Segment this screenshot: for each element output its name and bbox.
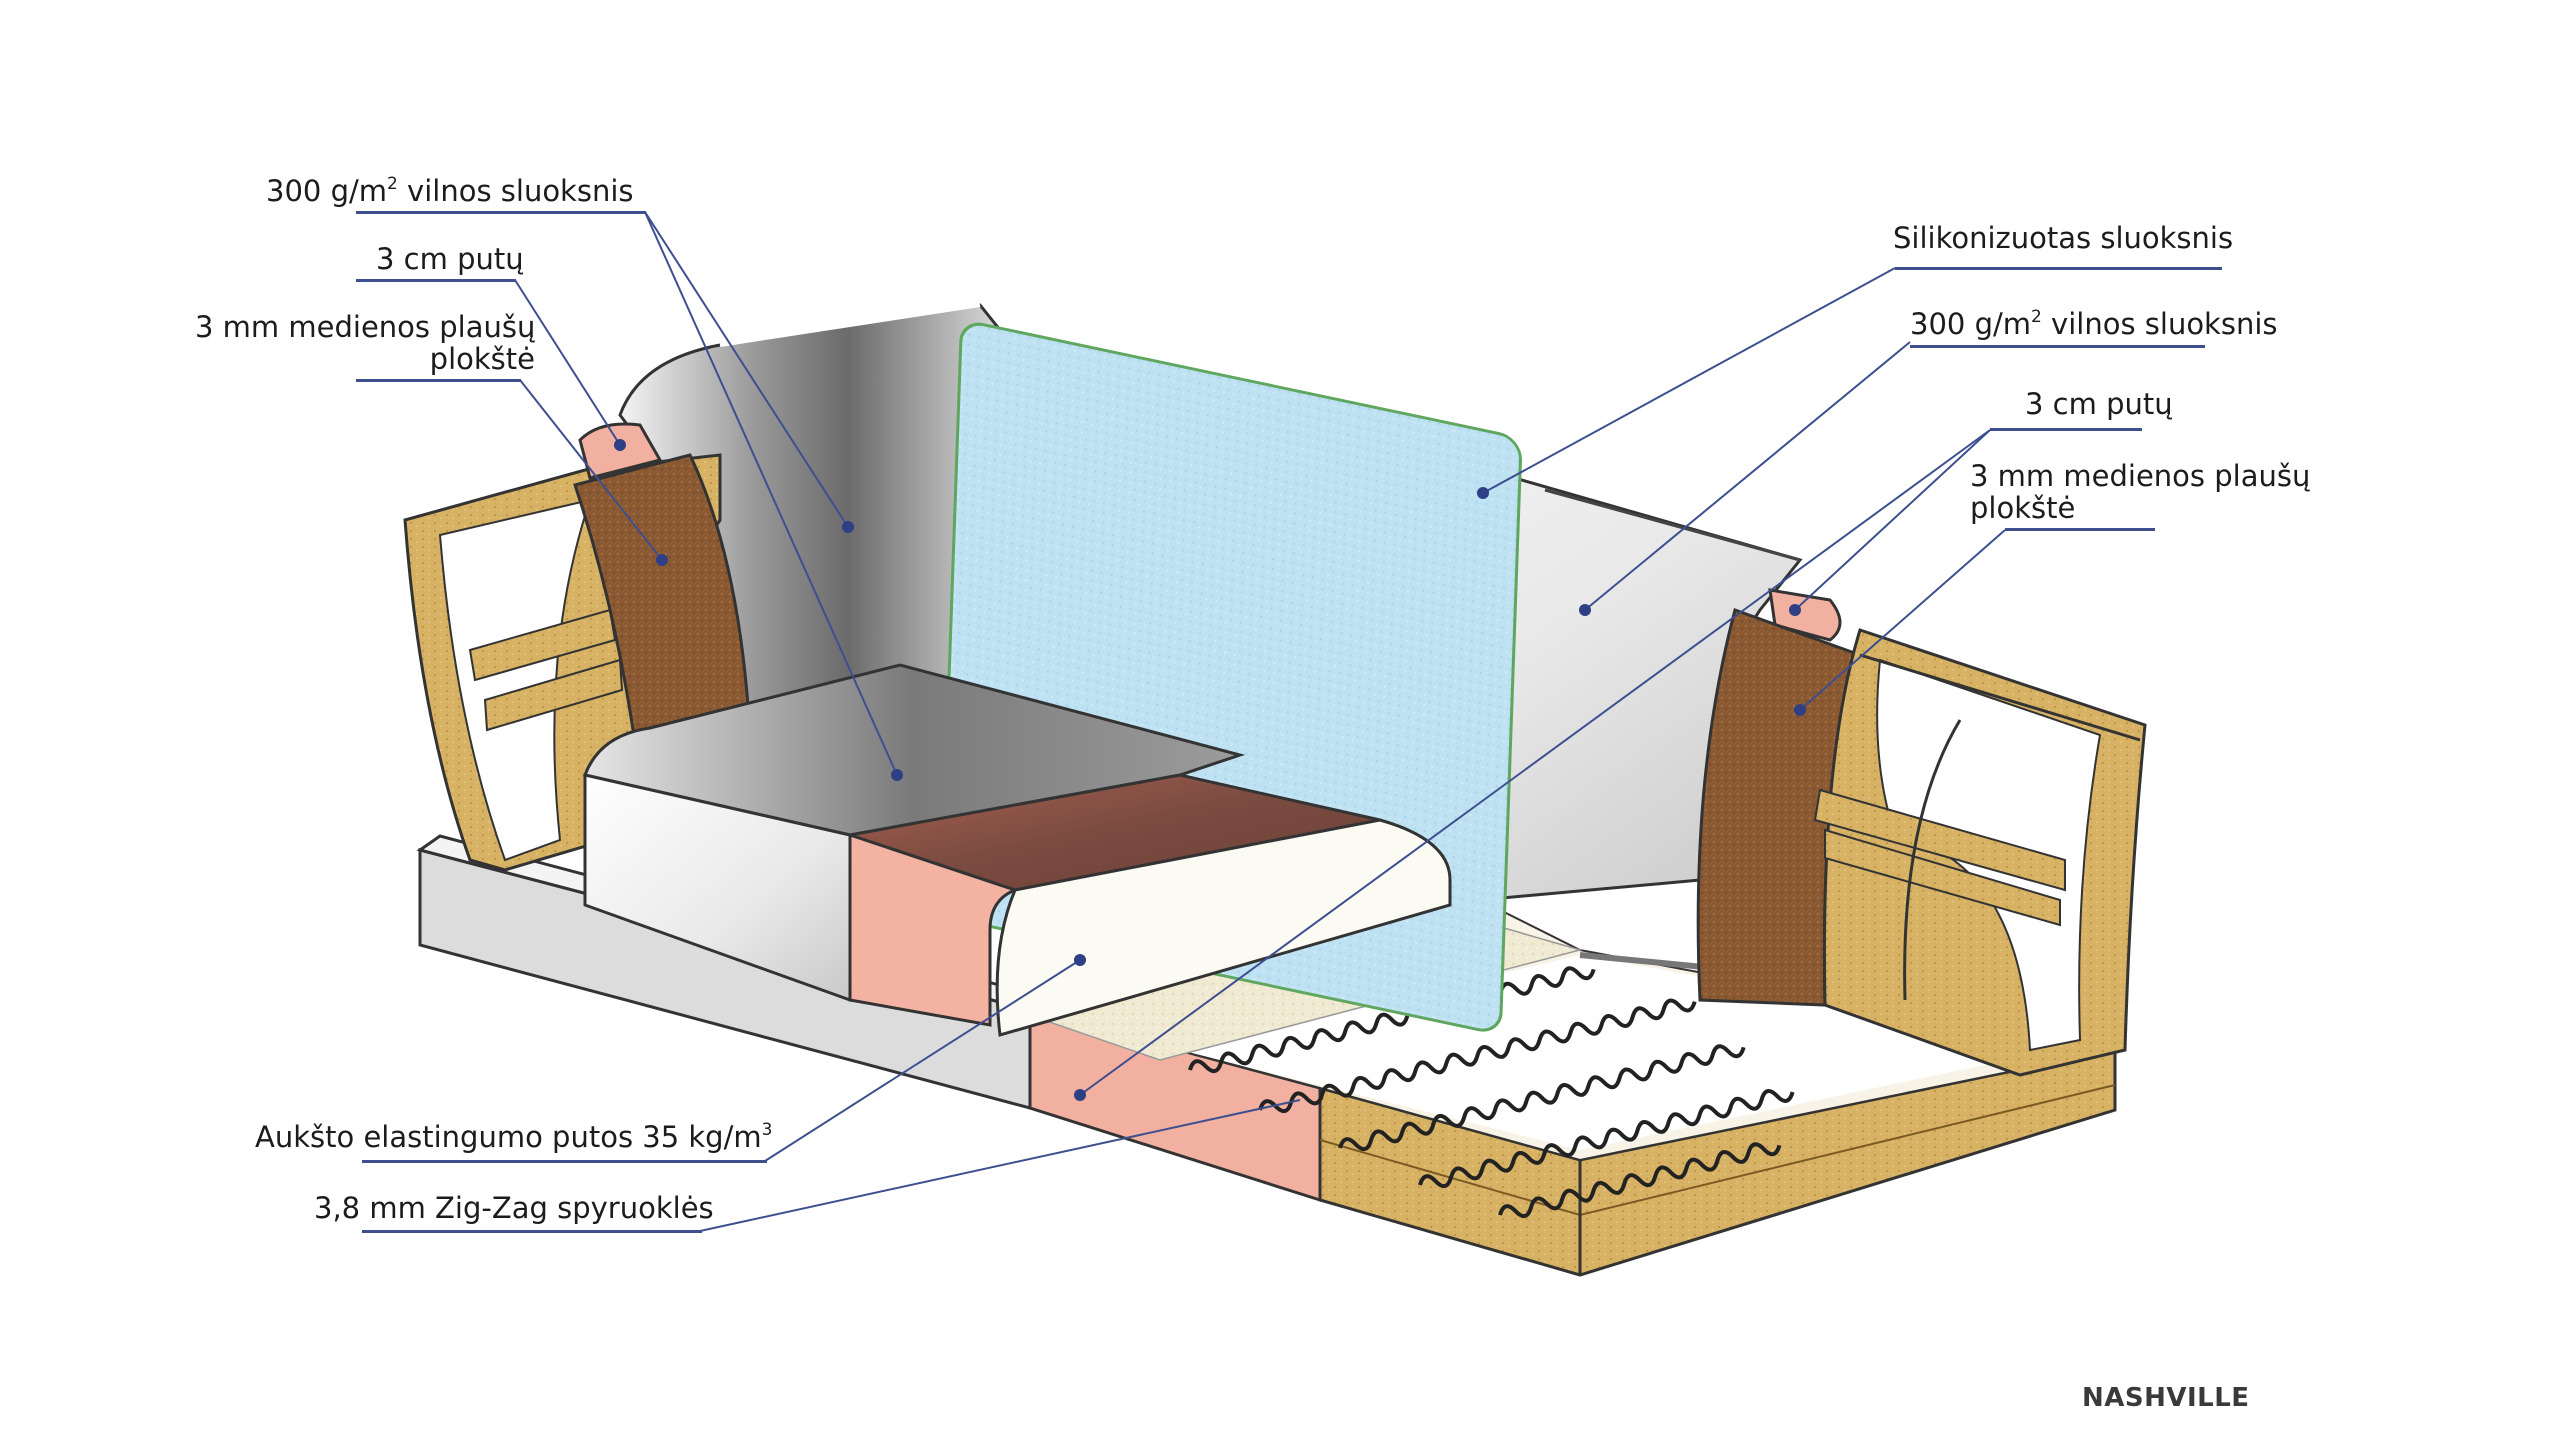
leader-dots <box>614 439 1806 1101</box>
leader-dot <box>1074 954 1086 966</box>
leader-left-foam <box>514 279 621 446</box>
leader-dot <box>1477 487 1489 499</box>
leader-left-board <box>519 379 663 561</box>
underline <box>362 1160 767 1163</box>
leader-dot <box>614 439 626 451</box>
leader-right-foam-b <box>1079 429 1991 1096</box>
label-right-silicone: Silikonizuotas sluoksnis <box>1893 221 2234 255</box>
leader-dot <box>1074 1089 1086 1101</box>
label-right-foam: 3 cm putų <box>2025 387 2173 421</box>
leader-dot <box>1794 704 1806 716</box>
underline <box>1990 428 2142 431</box>
label-left-foam: 3 cm putų <box>376 242 524 276</box>
brand-name: NASHVILLE <box>2082 1383 2250 1413</box>
leader-hr-foam <box>764 959 1081 1162</box>
leader-left-wool-a <box>644 211 849 528</box>
seat-cushion-hr-foam <box>995 818 1452 1037</box>
underline <box>356 279 516 282</box>
underline <box>2005 528 2155 531</box>
leader-right-foam-a <box>1794 429 1991 611</box>
leader-dot <box>1789 604 1801 616</box>
label-springs: 3,8 mm Zig-Zag spyruoklės <box>314 1191 714 1225</box>
underline <box>362 1230 702 1233</box>
underline <box>356 211 646 214</box>
label-left-wool: 300 g/m2 vilnos sluoksnis <box>266 174 634 208</box>
label-right-wool: 300 g/m2 vilnos sluoksnis <box>1910 307 2278 341</box>
label-hr-foam: Aukšto elastingumo putos 35 kg/m3 <box>255 1120 773 1154</box>
leader-dot <box>1579 604 1591 616</box>
leader-lines <box>514 211 2006 1232</box>
leader-silicone <box>1482 267 1896 494</box>
underline <box>356 379 521 382</box>
leader-dot <box>842 521 854 533</box>
leader-dot <box>656 554 668 566</box>
underline <box>1895 267 2222 270</box>
leader-left-wool-b <box>644 211 898 776</box>
leader-right-board <box>1799 529 2006 711</box>
sofa-illustration <box>403 303 2147 1277</box>
leader-springs <box>699 1099 1301 1232</box>
underline <box>1910 345 2205 348</box>
zigzag-springs <box>1188 966 1795 1219</box>
leader-dot <box>891 769 903 781</box>
left-arm-foam <box>578 422 663 480</box>
leader-right-wool <box>1584 341 1911 611</box>
